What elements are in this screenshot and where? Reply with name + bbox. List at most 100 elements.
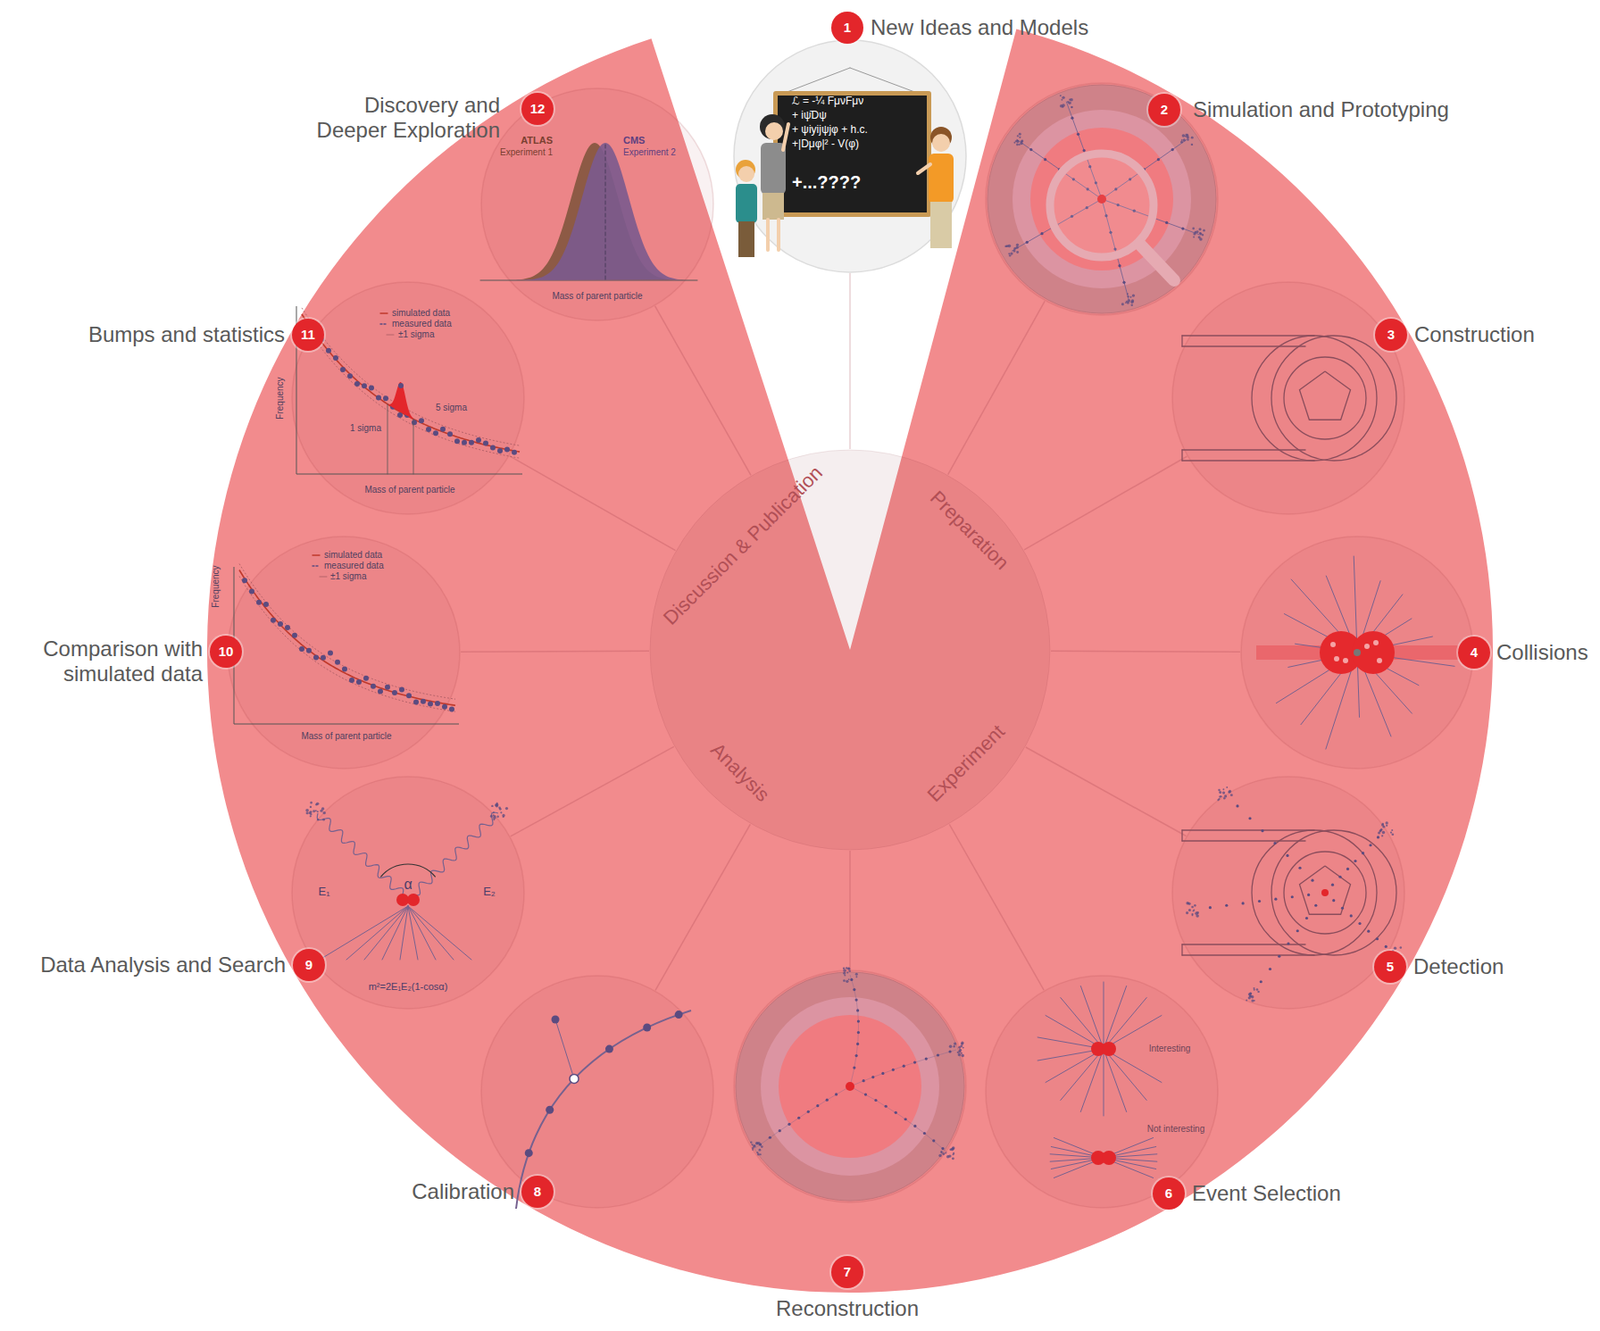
- step-title: Event Selection: [1191, 1181, 1342, 1207]
- collision-point: [1353, 649, 1361, 657]
- particle-track: [850, 1086, 948, 1153]
- measured-dot: [449, 707, 455, 713]
- sigma-band: [301, 320, 520, 459]
- illustration-label: Interesting: [1149, 1043, 1192, 1055]
- spray-dot: [1198, 227, 1201, 231]
- spoke-connector: [510, 746, 675, 837]
- hit-dot: [1225, 904, 1228, 908]
- spray-dot: [1391, 829, 1393, 832]
- measured-dot: [468, 440, 475, 446]
- spray-dot: [492, 811, 495, 814]
- blackboard: [777, 95, 927, 213]
- cylinder-ring: [1251, 335, 1377, 461]
- step-illustration: [733, 39, 967, 274]
- cylinder-ring: [1283, 357, 1367, 440]
- hit-dot: [1307, 893, 1310, 897]
- proton: [407, 893, 420, 907]
- spray-dot: [1008, 244, 1012, 249]
- spray-dot: [756, 1151, 759, 1154]
- spray-dot: [845, 966, 848, 969]
- photon-wave: [413, 812, 499, 896]
- signal-bump: [387, 382, 414, 420]
- magnifier-handle: [1140, 244, 1175, 281]
- measured-dot: [440, 426, 446, 433]
- illustration-label: ℒ = -¼ FμνFμν: [791, 95, 864, 109]
- cylinder-line: [1182, 840, 1306, 842]
- spray-dot: [1400, 946, 1403, 950]
- illustration-label: + ψiyijψjφ + h.c.: [791, 124, 868, 137]
- spray-dot: [1198, 235, 1201, 239]
- spray-dot: [1126, 292, 1129, 295]
- spoke-connector: [849, 850, 851, 970]
- track-line: [364, 906, 409, 960]
- detector-outer-ring: [987, 84, 1217, 314]
- measured-dot: [447, 431, 453, 437]
- hit-dot: [797, 1116, 800, 1120]
- hit-dot: [1346, 867, 1350, 871]
- spray-dot: [960, 1042, 964, 1046]
- cylinder-line: [1182, 954, 1315, 956]
- measured-dot: [277, 621, 284, 627]
- spray-dot: [1186, 138, 1189, 141]
- face: [932, 133, 950, 152]
- step-title: Data Analysis and Search: [40, 952, 286, 978]
- sigma-band: [239, 563, 456, 700]
- spray-dot: [501, 814, 505, 817]
- illustration-label: m²=2E₁E₂(1-cosα): [368, 981, 449, 993]
- collision-point: [845, 1082, 855, 1092]
- measured-dot: [454, 438, 460, 444]
- spray-dot: [1192, 909, 1195, 912]
- trousers: [930, 201, 952, 249]
- measured-hit: [551, 1016, 560, 1025]
- callout-number: 4: [1458, 636, 1491, 669]
- spray-dot: [312, 809, 316, 813]
- measured-dot: [241, 577, 248, 584]
- spray-dot: [1192, 909, 1195, 912]
- hit-dot: [816, 1104, 819, 1108]
- cylinder-ring: [1251, 830, 1377, 956]
- track-line: [1103, 1049, 1105, 1117]
- track-line: [408, 906, 418, 960]
- hit-dot: [1277, 955, 1281, 959]
- measured-dot: [391, 690, 398, 696]
- hit-dot: [948, 1050, 951, 1053]
- cylinder-line: [1182, 459, 1315, 461]
- hit-dot: [1043, 158, 1047, 161]
- hit-dot: [1338, 875, 1342, 879]
- spray-dot: [1187, 902, 1190, 905]
- illustration-label: 1 sigma: [350, 423, 382, 434]
- cylinder-line: [1181, 830, 1183, 842]
- measured-dot: [249, 589, 255, 595]
- callout-number: 12: [521, 92, 554, 125]
- spray-dot: [949, 1044, 952, 1048]
- cylinder-line: [1182, 449, 1306, 450]
- measured-hit: [605, 1045, 614, 1054]
- measured-dot: [433, 430, 439, 436]
- spray-dot: [941, 1152, 945, 1156]
- hit-dot: [936, 1053, 940, 1057]
- spray-dot: [958, 1046, 961, 1050]
- simulated-curve: [301, 314, 520, 452]
- spray-dot: [1008, 254, 1011, 257]
- spray-dot: [316, 810, 319, 813]
- spray-dot: [1018, 143, 1021, 146]
- hit-dot: [825, 1099, 829, 1102]
- chart-axes: [296, 306, 523, 475]
- spoke-connector: [949, 825, 1044, 992]
- illustration-label: Experiment 2: [623, 147, 676, 159]
- spoke-connector: [1024, 456, 1187, 550]
- illustration-label: α: [403, 876, 412, 893]
- spray-dot: [309, 801, 313, 805]
- measured-dot: [377, 688, 384, 694]
- spray-dot: [1131, 304, 1134, 307]
- hit-dot: [1310, 879, 1314, 883]
- spray-dot: [1191, 143, 1193, 146]
- spray-dot: [1127, 299, 1131, 302]
- arm: [917, 164, 931, 174]
- hit-dot: [862, 1079, 866, 1083]
- step-circle: Detection: [1171, 775, 1406, 1010]
- measured-dot: [406, 692, 412, 699]
- spray-dot: [1071, 106, 1074, 109]
- spoke-connector: [509, 456, 676, 551]
- hit-dot: [913, 1061, 917, 1065]
